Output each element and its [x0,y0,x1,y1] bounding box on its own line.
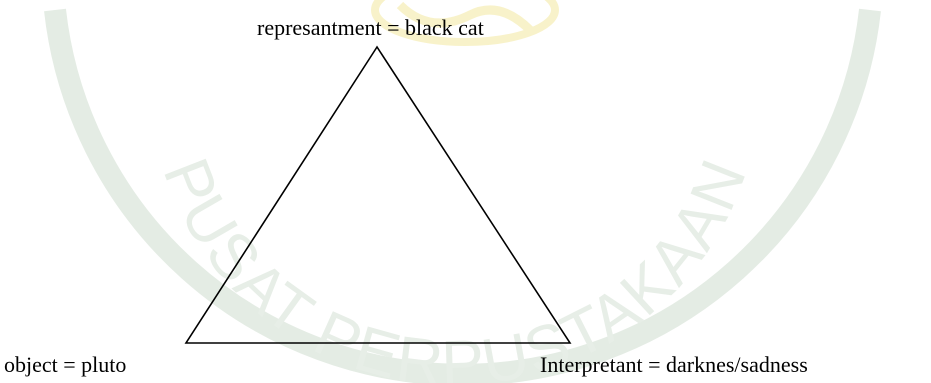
semiotic-triangle [184,45,572,344]
object-label: object = pluto [4,352,127,377]
watermark-emblem [371,0,559,46]
watermark-ring [44,8,881,383]
interpretant-label: Interpretant = darknes/sadness [540,352,808,377]
representamen-label: represantment = black cat [257,15,484,40]
